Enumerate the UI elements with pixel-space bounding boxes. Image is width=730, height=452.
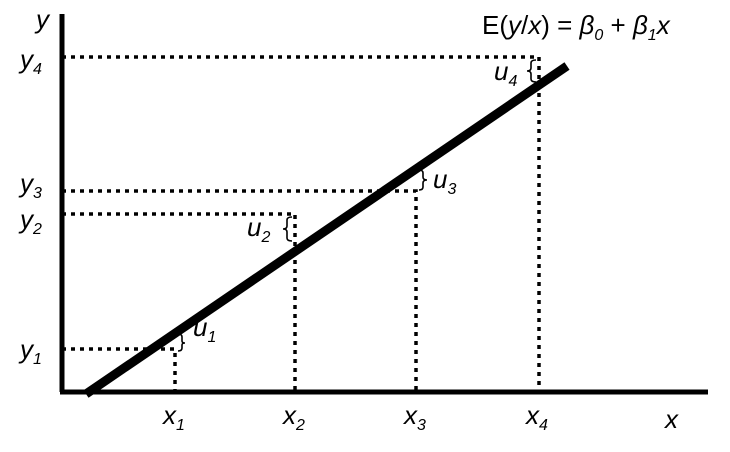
y-tick-label-2: y2	[18, 204, 42, 238]
guide-lines	[62, 55, 541, 392]
regression-line	[83, 62, 570, 398]
y-tick-label-1: y1	[18, 334, 42, 368]
error-label-u2: u2	[247, 212, 270, 246]
y-tick-label-4: y4	[18, 44, 42, 78]
error-label-u4: u4	[494, 56, 517, 90]
x-tick-label-2: x2	[281, 400, 305, 434]
guide-line-2	[62, 212, 297, 392]
brace-u4	[526, 59, 537, 83]
brace-u3	[418, 169, 428, 191]
regression-equation: E(y/x) = β0 + β1x	[482, 10, 671, 44]
guide-line-3	[62, 189, 418, 392]
x-tick-label-4: x4	[524, 400, 548, 434]
error-label-u1: u1	[193, 312, 216, 346]
x-tick-label-3: x3	[402, 400, 426, 434]
x-tick-label-1: x1	[161, 400, 185, 434]
x-axis-label: x	[663, 404, 679, 434]
guide-line-4	[62, 55, 541, 392]
brace-u1	[177, 333, 186, 352]
guide-line-1	[62, 347, 177, 392]
error-label-u3: u3	[433, 164, 456, 198]
y-tick-label-3: y3	[18, 168, 42, 202]
brace-u2	[282, 216, 293, 242]
y-axis-label: y	[34, 4, 51, 34]
error-braces	[177, 59, 537, 352]
